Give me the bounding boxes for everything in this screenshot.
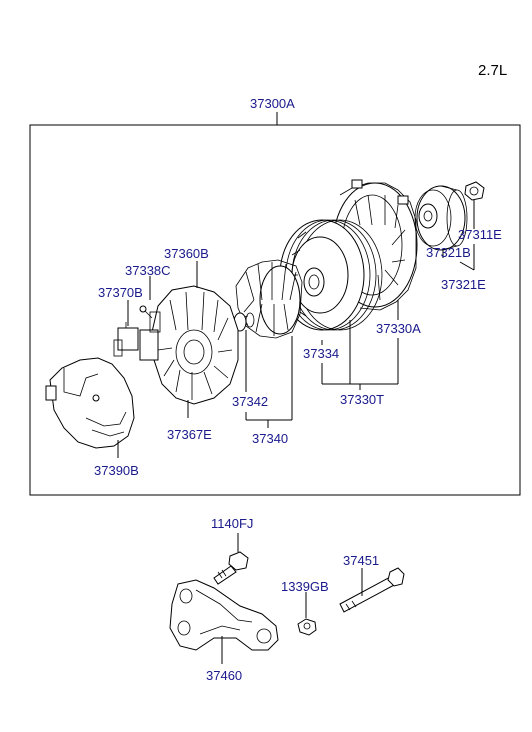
label-stator-group[interactable]: 37330T (340, 392, 384, 407)
rear-cover-part[interactable] (45, 357, 135, 449)
label-bearing[interactable]: 37334 (303, 346, 339, 361)
label-pulley-b[interactable]: 37321B (426, 245, 471, 260)
cap-part[interactable] (113, 322, 139, 357)
rectifier-part[interactable] (139, 285, 239, 405)
label-screw[interactable]: 37338C (125, 263, 171, 278)
label-bolt-1140[interactable]: 1140FJ (211, 516, 253, 531)
leader-pulley-e-b (459, 261, 475, 271)
label-front-housing[interactable]: 37330A (376, 321, 421, 336)
nut-part[interactable] (464, 181, 485, 201)
engine-label: 2.7L (478, 62, 507, 79)
label-cap[interactable]: 37370B (98, 285, 143, 300)
long-bolt-part[interactable] (339, 567, 405, 613)
assembly-frame (29, 124, 521, 496)
label-brush-holder[interactable]: 37360B (164, 246, 209, 261)
label-bracket[interactable]: 37460 (206, 668, 242, 683)
label-assembly[interactable]: 37300A (250, 96, 295, 111)
label-long-bolt[interactable]: 37451 (343, 553, 379, 568)
nut-1339-part[interactable] (297, 618, 317, 636)
bracket-part[interactable] (169, 579, 279, 651)
label-rotor-shaft[interactable]: 37342 (232, 394, 268, 409)
screw-part[interactable] (139, 305, 153, 319)
label-rectifier[interactable]: 37367E (167, 427, 212, 442)
pulley-part[interactable] (414, 185, 468, 251)
label-rotor[interactable]: 37340 (252, 431, 288, 446)
bolt-1140-part[interactable] (213, 551, 249, 585)
label-nut-1339[interactable]: 1339GB (281, 579, 329, 594)
label-rear-cover[interactable]: 37390B (94, 463, 139, 478)
label-nut[interactable]: 37311E (458, 227, 502, 242)
bearing-part[interactable] (303, 267, 325, 297)
label-pulley-e[interactable]: 37321E (441, 277, 486, 292)
